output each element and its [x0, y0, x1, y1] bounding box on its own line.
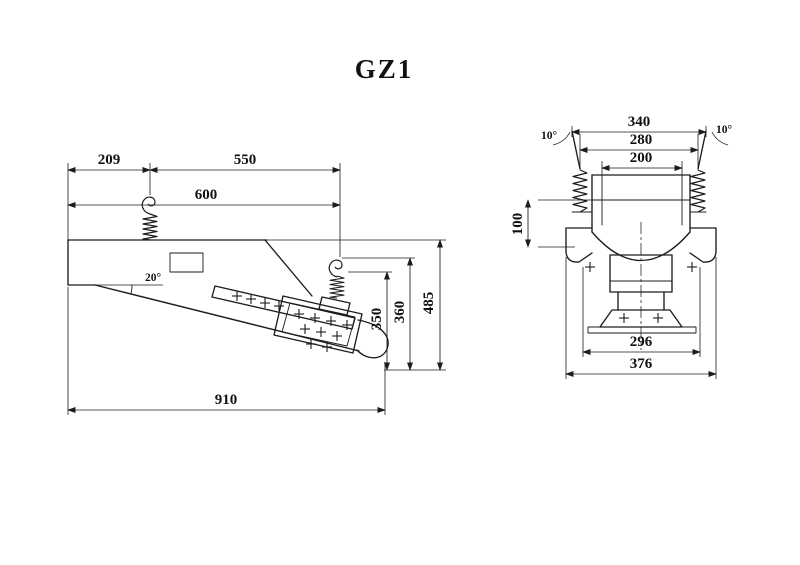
- dim-label-340: 340: [628, 114, 651, 130]
- angle-label-10-left: 10°: [541, 130, 558, 142]
- dimension-200: 200: [601, 150, 683, 171]
- side-view-outline: [67, 239, 389, 359]
- end-view-outline: [565, 130, 717, 334]
- dim-label-209: 209: [98, 152, 121, 168]
- side-view-extension-lines: [67, 163, 446, 415]
- trough-arc: [591, 231, 691, 262]
- dim-label-485: 485: [421, 292, 437, 315]
- end-view-extension-lines: [538, 126, 729, 379]
- suspension-spring-icon: [572, 169, 588, 213]
- side-view: 209 550 600 910 485 360 350 20°: [67, 152, 446, 415]
- magnet-housing: [609, 254, 673, 293]
- dim-label-350: 350: [369, 308, 385, 331]
- dimension-910: 910: [67, 392, 386, 413]
- suspension-hook-icon: [328, 259, 343, 278]
- dimension-100: 100: [510, 199, 531, 248]
- dim-label-376: 376: [630, 356, 653, 372]
- end-view: 340 280 200 100 296 376 10° 10°: [510, 114, 732, 379]
- rear-suspension-hanger: [318, 259, 351, 316]
- dim-label-100: 100: [510, 213, 526, 236]
- dimension-376: 376: [565, 356, 717, 377]
- dim-label-360: 360: [392, 301, 408, 324]
- right-bracket: [689, 227, 717, 263]
- dim-label-280: 280: [630, 132, 653, 148]
- angle-arc: [130, 284, 133, 294]
- dimension-296: 296: [582, 334, 701, 355]
- suspension-spring-icon: [690, 169, 706, 213]
- dim-label-550: 550: [234, 152, 257, 168]
- base-plate: [587, 326, 697, 334]
- dimension-350: 350: [369, 271, 390, 371]
- suspension-hook-icon: [141, 196, 156, 215]
- dimension-360: 360: [392, 257, 413, 371]
- angle-label-10-right: 10°: [716, 124, 733, 136]
- end-view-springs: [572, 169, 706, 213]
- drawing-title: GZ1: [355, 54, 414, 84]
- front-suspension-hanger: [141, 196, 158, 241]
- dimension-600: 600: [67, 187, 341, 208]
- spring-bracket: [318, 296, 351, 316]
- dimension-280: 280: [579, 132, 699, 153]
- dimension-209: 209: [67, 152, 151, 173]
- dim-label-600: 600: [195, 187, 218, 203]
- left-bracket: [565, 227, 593, 263]
- dimension-550: 550: [149, 152, 341, 173]
- suspension-spring-icon: [329, 275, 345, 299]
- angle-label-20: 20°: [145, 272, 162, 284]
- dimension-485: 485: [421, 239, 443, 371]
- dim-label-910: 910: [215, 392, 238, 408]
- vibrator-body: [273, 295, 363, 354]
- dimension-340: 340: [571, 114, 707, 135]
- dim-label-200: 200: [630, 150, 653, 166]
- suspension-spring-icon: [142, 213, 158, 241]
- dim-label-296: 296: [630, 334, 653, 350]
